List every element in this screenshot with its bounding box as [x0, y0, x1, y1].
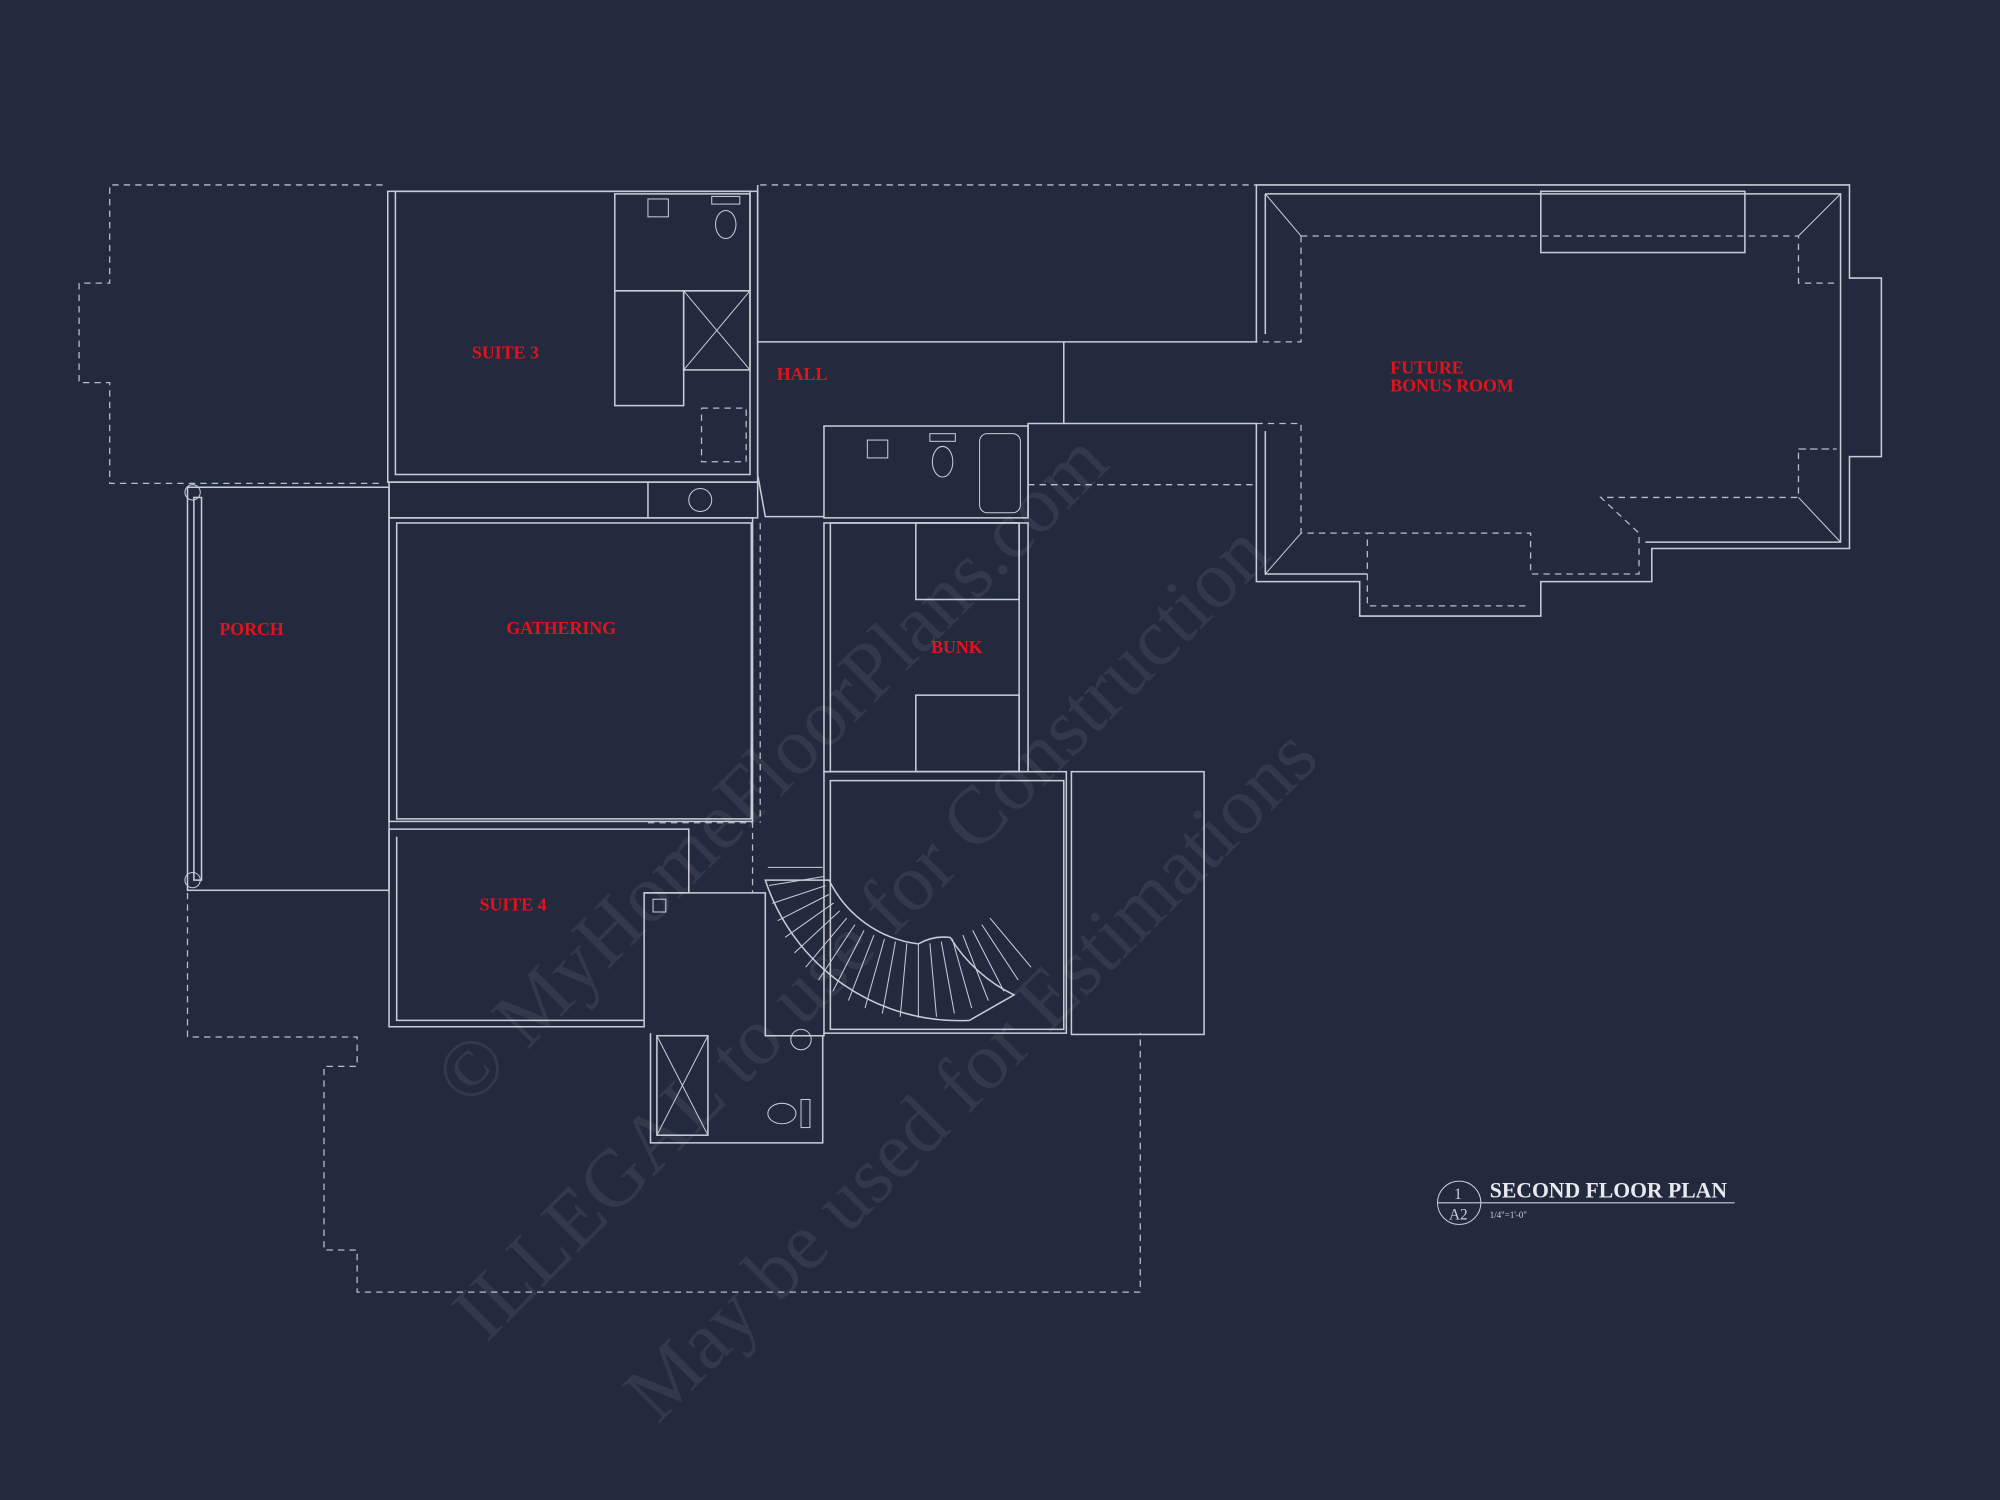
plan-scale: 1/4"=1'-0"	[1490, 1210, 1528, 1220]
title-block: 1 A2 SECOND FLOOR PLAN 1/4"=1'-0"	[1436, 1179, 1735, 1225]
stair-tread	[847, 934, 875, 1001]
stair-tread	[784, 902, 834, 938]
stair-tread	[989, 917, 1032, 968]
room-label-porch: PORCH	[219, 619, 284, 639]
stair-tread	[864, 938, 885, 1009]
room-label-bunk: BUNK	[931, 637, 983, 657]
walls	[184, 184, 1883, 1144]
room-label-suite-4: SUITE 4	[480, 895, 547, 915]
stair-tread	[951, 938, 973, 1009]
room-label-suite-3: SUITE 3	[472, 342, 539, 362]
plan-title: SECOND FLOOR PLAN	[1490, 1179, 1728, 1203]
sheet-number: A2	[1449, 1206, 1468, 1223]
stair-tread	[972, 930, 1005, 992]
stair-tread	[899, 943, 908, 1017]
stair-tread	[881, 941, 896, 1014]
stair-tread	[981, 924, 1019, 981]
stair-tread	[772, 885, 826, 904]
room-label-hall: HALL	[777, 364, 828, 384]
roof-outline	[78, 184, 1837, 1293]
stair-tread	[940, 941, 955, 1014]
room-label-future: FUTURE	[1390, 358, 1463, 378]
room-label-gathering: GATHERING	[506, 618, 616, 638]
watermark: © MyHomeFloorPlans.com ILLEGAL to use fo…	[417, 414, 1334, 1437]
detail-number: 1	[1454, 1186, 1462, 1203]
stair-tread	[768, 876, 824, 886]
room-label-bonus-room: BONUS ROOM	[1390, 376, 1514, 396]
stair-tread	[929, 943, 938, 1017]
stair-tread	[777, 894, 830, 922]
stairs	[764, 866, 1032, 1022]
